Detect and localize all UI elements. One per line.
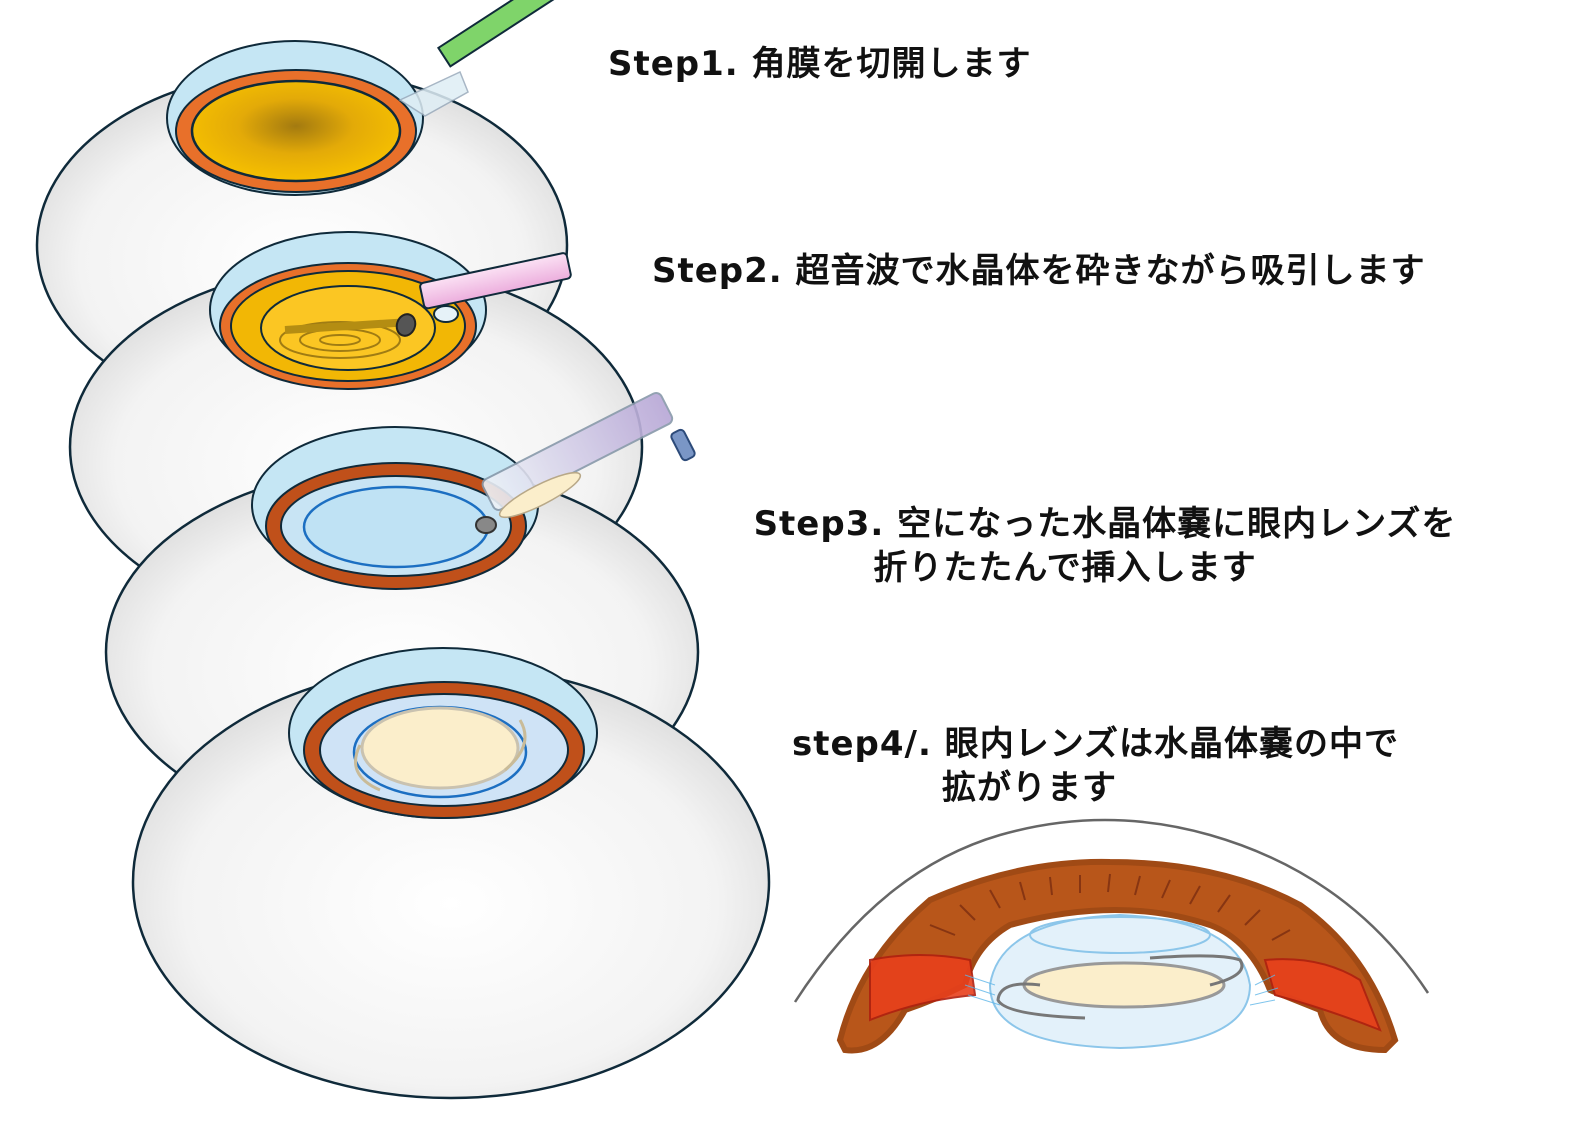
- iol-haptics: [354, 719, 527, 792]
- zonules: [964, 974, 1279, 1006]
- eye-step4: [131, 647, 771, 1100]
- cornea-outline: [793, 818, 1430, 1003]
- knife-icon: [398, 0, 570, 117]
- capsule-anterior: [1029, 916, 1211, 954]
- step3-text-line2: 折りたたんで挿入します: [873, 548, 1257, 588]
- step4-label: step4/. 眼内レンズは水晶体嚢の中で 拡がります: [792, 722, 1399, 810]
- step1-label: Step1. 角膜を切開します: [608, 42, 1032, 86]
- ciliary-muscle: [869, 954, 1382, 1032]
- step3-text-line1: Step3. 空になった水晶体嚢に眼内レンズを: [753, 504, 1457, 544]
- lens: [190, 79, 402, 183]
- step2-text: Step2. 超音波で水晶体を砕きながら吸引します: [652, 251, 1426, 291]
- iol-injector-icon: [475, 391, 696, 534]
- step4-text-line1: step4/. 眼内レンズは水晶体嚢の中で: [792, 724, 1400, 764]
- intraocular-lens: [1022, 961, 1226, 1009]
- step3-label: Step3. 空になった水晶体嚢に眼内レンズを 折りたたんで挿入します: [745, 502, 1465, 590]
- fragmented-lens: [279, 318, 411, 359]
- intraocular-lens: [360, 706, 520, 790]
- step1-text: Step1. 角膜を切開します: [608, 44, 1032, 84]
- step4-text-line2: 拡がります: [942, 768, 1117, 808]
- iris-fibers: [929, 873, 1291, 941]
- phaco-probe-icon: [395, 252, 572, 337]
- step2-label: Step2. 超音波で水晶体を砕きながら吸引します: [652, 249, 1426, 293]
- iol-haptics: [996, 954, 1244, 1020]
- capsule-rim: [302, 485, 490, 569]
- eye-cross-section: [793, 818, 1430, 1054]
